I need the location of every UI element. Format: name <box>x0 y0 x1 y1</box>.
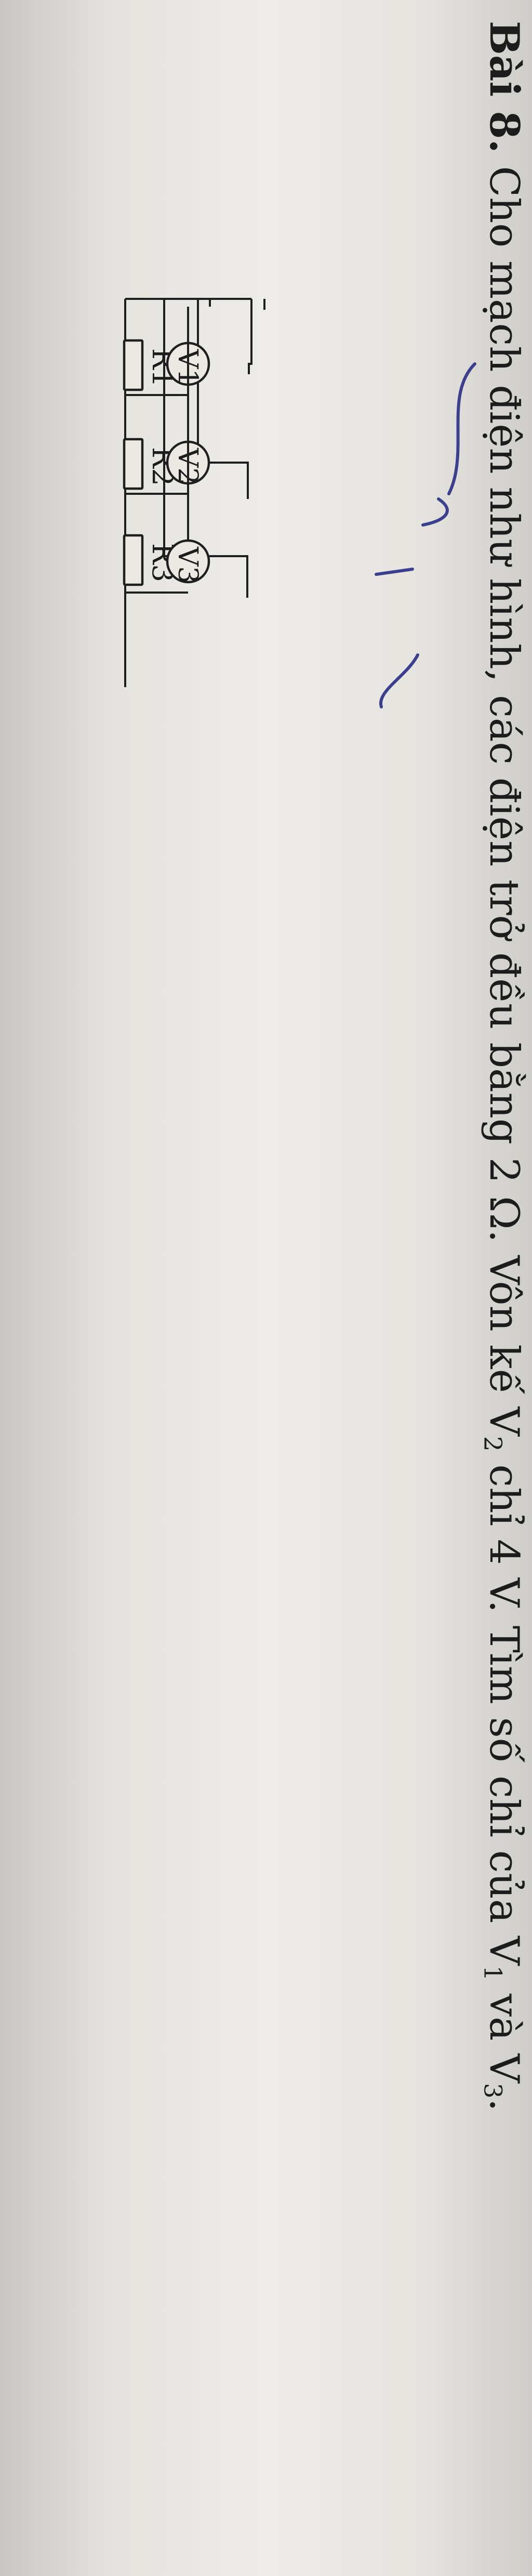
ink-mark-4 <box>421 497 449 527</box>
resistor-r2 <box>123 438 144 490</box>
resistor-r3 <box>123 534 144 586</box>
resistor-r1 <box>123 339 144 391</box>
ink-mark-2 <box>375 568 414 576</box>
label-v3: V3 <box>172 546 203 584</box>
ink-mark-3 <box>379 653 419 708</box>
wire-to-v1 <box>248 299 252 374</box>
ink-underline-1 <box>447 362 476 495</box>
